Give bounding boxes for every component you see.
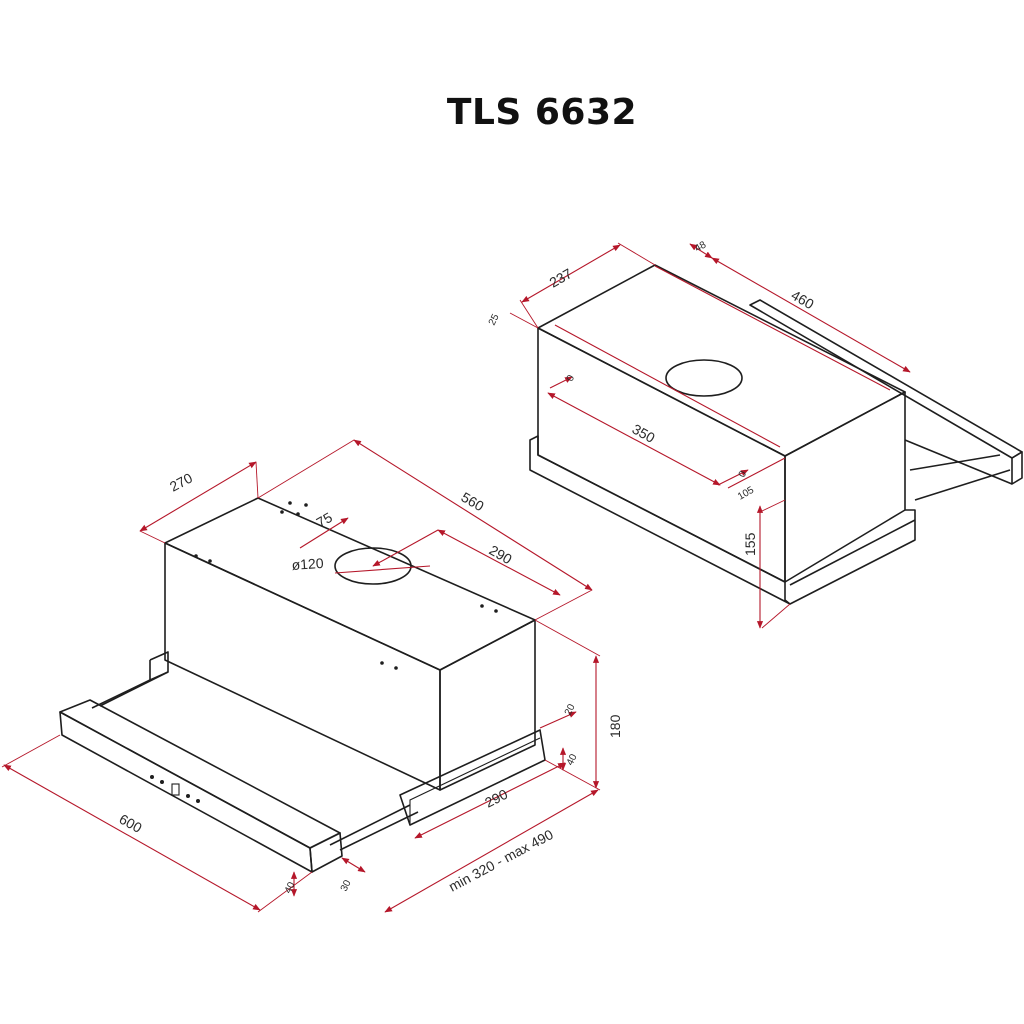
dim-30: 30 <box>339 878 354 893</box>
left-base-frame <box>399 729 546 826</box>
left-dimensions: 270 560 75 ø120 290 180 20 <box>1 439 623 913</box>
right-duct-outlet <box>665 359 743 397</box>
left-control-panel <box>150 775 200 803</box>
dim-20: 20 <box>563 702 578 717</box>
dim-105: 105 <box>736 485 756 503</box>
dim-290-top: 290 <box>487 542 515 568</box>
dim-48: 48 <box>693 239 709 254</box>
dim-237: 237 <box>547 265 575 291</box>
dim-600: 600 <box>117 811 145 836</box>
left-hood-drawing: 270 560 75 ø120 290 180 20 <box>1 439 623 913</box>
dim-75: 75 <box>314 509 336 531</box>
right-front-visor <box>749 299 1023 459</box>
right-dimensions: 237 48 460 25 0 350 0 105 <box>487 239 911 629</box>
left-box-top <box>164 497 536 671</box>
dim-350: 350 <box>630 421 658 446</box>
dim-460: 460 <box>789 287 817 313</box>
right-hood-drawing: 237 48 460 25 0 350 0 105 <box>487 239 1023 629</box>
dim-40-front: 40 <box>283 880 298 895</box>
left-mounting-holes <box>194 501 498 670</box>
page-title: TLS 6632 <box>446 92 638 133</box>
right-box-top <box>537 264 906 457</box>
dim-0b: 0 <box>737 469 750 479</box>
dim-290-bottom: 290 <box>482 786 510 811</box>
dim-40-right: 40 <box>565 752 580 767</box>
dim-d120: ø120 <box>291 555 324 573</box>
left-box-side <box>439 619 536 791</box>
dim-155: 155 <box>742 532 758 556</box>
dim-560: 560 <box>459 489 487 515</box>
dim-270: 270 <box>167 469 195 494</box>
dim-180: 180 <box>607 714 623 738</box>
dim-0a: 0 <box>565 373 578 383</box>
right-base-frame <box>529 435 791 605</box>
dim-25: 25 <box>487 312 502 327</box>
dim-min-max: min 320 - max 490 <box>446 826 556 895</box>
